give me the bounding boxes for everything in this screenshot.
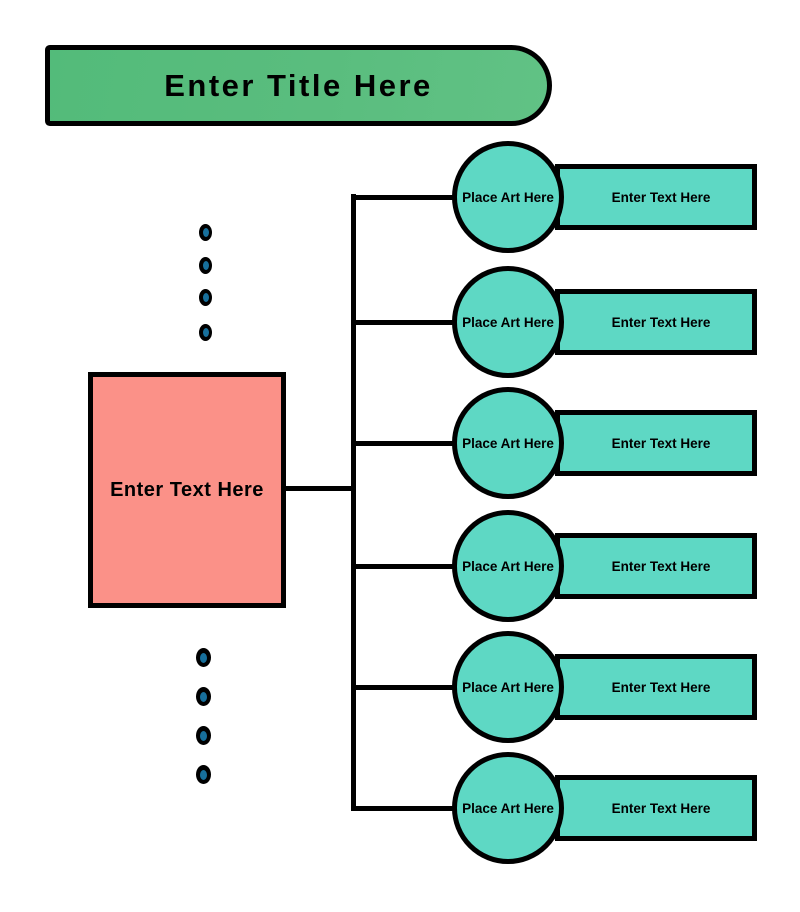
ellipsis-dot-top-2 [199,257,212,274]
ellipsis-dot-bottom-2 [196,687,211,706]
title-banner[interactable]: Enter Title Here [45,45,552,126]
ellipsis-dot-top-1 [199,224,212,241]
art-circle[interactable]: Place Art Here [452,631,564,743]
art-circle-label: Place Art Here [462,558,554,574]
text-bar-label: Enter Text Here [611,314,711,330]
ellipsis-dot-core [202,228,209,237]
art-circle[interactable]: Place Art Here [452,387,564,499]
ellipsis-dot-bottom-4 [196,765,211,784]
connector-branch-line [353,195,510,200]
art-circle-label: Place Art Here [462,800,554,816]
text-bar-label: Enter Text Here [611,189,711,205]
art-circle[interactable]: Place Art Here [452,266,564,378]
connector-branch-line [353,806,510,811]
art-circle-label: Place Art Here [462,679,554,695]
text-bar-label: Enter Text Here [611,679,711,695]
text-bar[interactable]: Enter Text Here [555,410,757,476]
art-circle-label: Place Art Here [462,435,554,451]
connector-trunk-line [351,194,356,811]
ellipsis-dot-core [200,652,207,663]
text-bar-label: Enter Text Here [611,800,711,816]
connector-branch-line [353,564,510,569]
text-bar[interactable]: Enter Text Here [555,289,757,355]
ellipsis-dot-core [200,691,207,702]
ellipsis-dot-core [202,328,209,337]
ellipsis-dot-core [200,730,207,741]
text-bar[interactable]: Enter Text Here [555,775,757,841]
ellipsis-dot-core [202,261,209,270]
art-circle-label: Place Art Here [462,314,554,330]
text-bar-label: Enter Text Here [611,558,711,574]
connector-center-box-line [283,486,353,491]
ellipsis-dot-bottom-1 [196,648,211,667]
ellipsis-dot-top-3 [199,289,212,306]
title-banner-label: Enter Title Here [164,67,433,103]
text-bar-label: Enter Text Here [611,435,711,451]
connector-branch-line [353,320,510,325]
connector-branch-line [353,441,510,446]
art-circle[interactable]: Place Art Here [452,510,564,622]
art-circle[interactable]: Place Art Here [452,141,564,253]
ellipsis-dot-top-4 [199,324,212,341]
ellipsis-dot-core [200,769,207,780]
text-bar[interactable]: Enter Text Here [555,654,757,720]
connector-branch-line [353,685,510,690]
art-circle-label: Place Art Here [462,189,554,205]
ellipsis-dot-bottom-3 [196,726,211,745]
center-box[interactable]: Enter Text Here [88,372,286,608]
ellipsis-dot-core [202,293,209,302]
center-box-label: Enter Text Here [110,478,264,501]
art-circle[interactable]: Place Art Here [452,752,564,864]
text-bar[interactable]: Enter Text Here [555,164,757,230]
text-bar[interactable]: Enter Text Here [555,533,757,599]
